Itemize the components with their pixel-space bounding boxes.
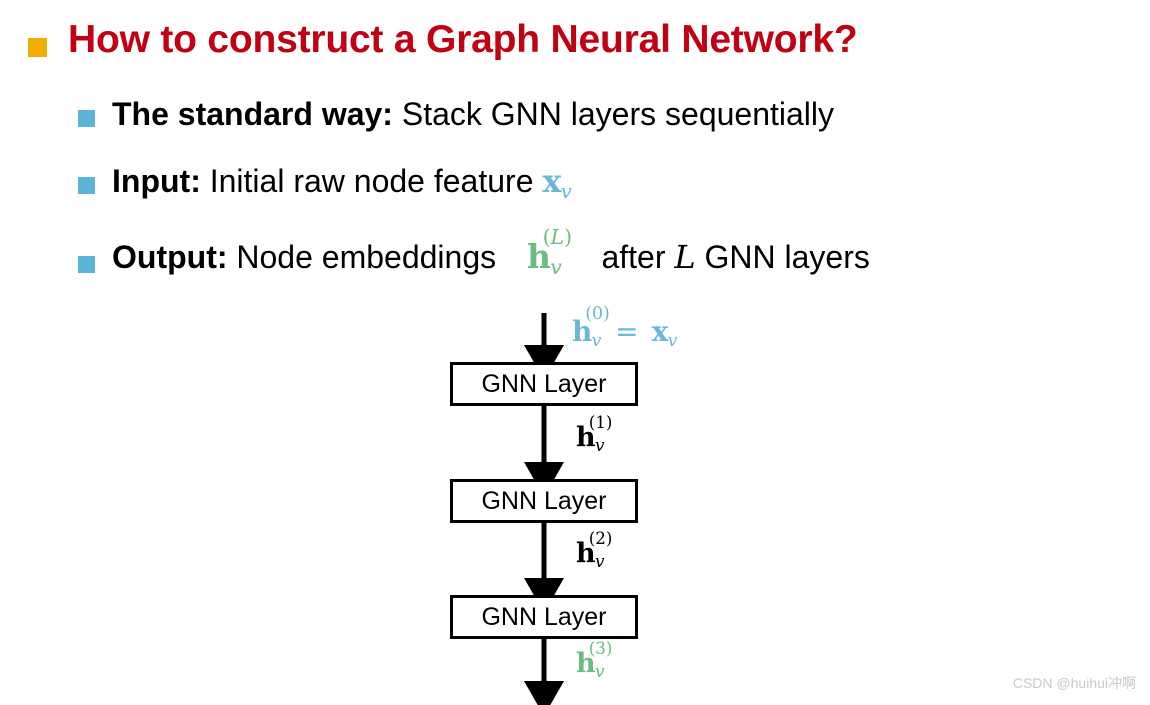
math-h-sub: v [594,660,605,681]
math-h-sub: v [591,330,602,351]
bullet-standard-way-rest: Stack GNN layers sequentially [392,96,835,132]
math-x-base: x [542,162,562,200]
edge-label-h0: hv(0)=xv [572,304,679,351]
bullet-output-rest: Node embeddings [227,239,506,275]
math-h-v-1: hv(1) [576,412,612,455]
math-h-v-L: hv (L) [527,226,572,277]
square-bullet-icon [78,110,95,127]
square-bullet-icon [78,177,95,194]
math-h-v-0: hv (0) [572,304,610,351]
bullet-output: Output: Node embeddings hv (L) after L GN… [78,226,870,277]
math-h-sup: (L) [542,225,573,250]
math-x-sub: v [560,179,572,203]
gnn-layer-box-3: GNN Layer [450,595,638,639]
math-x-sub: v [667,330,678,351]
gnn-layer-box-2-label: GNN Layer [481,486,607,515]
bullet-standard-way-lead: The standard way: [112,96,393,132]
math-h-sub: v [594,434,605,455]
bullet-output-text: Output: Node embeddings hv (L) after L GN… [112,226,870,277]
square-bullet-icon [78,256,95,273]
math-h-sup: (1) [588,411,613,432]
math-h-v-2: hv(2) [576,528,612,571]
bullet-standard-way-text: The standard way: Stack GNN layers seque… [112,96,835,132]
math-h-base: h [576,538,596,569]
bullet-output-tail-before: after [592,239,675,275]
math-h-base: h [576,648,596,679]
bullet-output-tail-after: GNN layers [695,239,870,275]
edge-label-h2: hv(2) [576,528,612,571]
math-x-base: x [651,315,669,348]
math-h-sup: (3) [588,637,613,658]
watermark: CSDN @huihui冲啊 [1012,675,1136,691]
gnn-layer-box-1: GNN Layer [450,362,638,406]
bullet-output-tail-var: L [674,238,696,276]
math-h-v-3: hv(3) [576,638,612,681]
math-x-v: xv [651,315,679,351]
bullet-output-lead: Output: [112,239,228,275]
page-title: How to construct a Graph Neural Network? [68,18,858,61]
bullet-input-lead: Input: [112,163,201,199]
slide-title-row: How to construct a Graph Neural Network? [28,18,858,61]
math-h-sup: (0) [585,304,610,325]
edge-label-h3: hv(3) [576,638,612,681]
math-x-v: xv [542,162,572,201]
math-h-sup: (2) [588,527,613,548]
math-h-base: h [527,237,552,276]
title-square-bullet-icon [28,38,47,57]
gnn-layer-box-2: GNN Layer [450,479,638,523]
bullet-input-rest: Initial raw node feature [200,163,543,199]
math-h-base: h [572,315,593,348]
edge-label-h1: hv(1) [576,412,612,455]
gnn-layer-box-1-label: GNN Layer [481,369,607,398]
gnn-layer-box-3-label: GNN Layer [481,602,607,631]
math-h-base: h [576,422,596,453]
math-h-sub: v [550,254,562,279]
bullet-standard-way: The standard way: Stack GNN layers seque… [78,96,835,132]
math-h-sub: v [594,550,605,571]
math-equals: = [615,315,639,348]
bullet-input: Input: Initial raw node feature xv [78,162,573,201]
bullet-input-text: Input: Initial raw node feature xv [112,162,573,201]
